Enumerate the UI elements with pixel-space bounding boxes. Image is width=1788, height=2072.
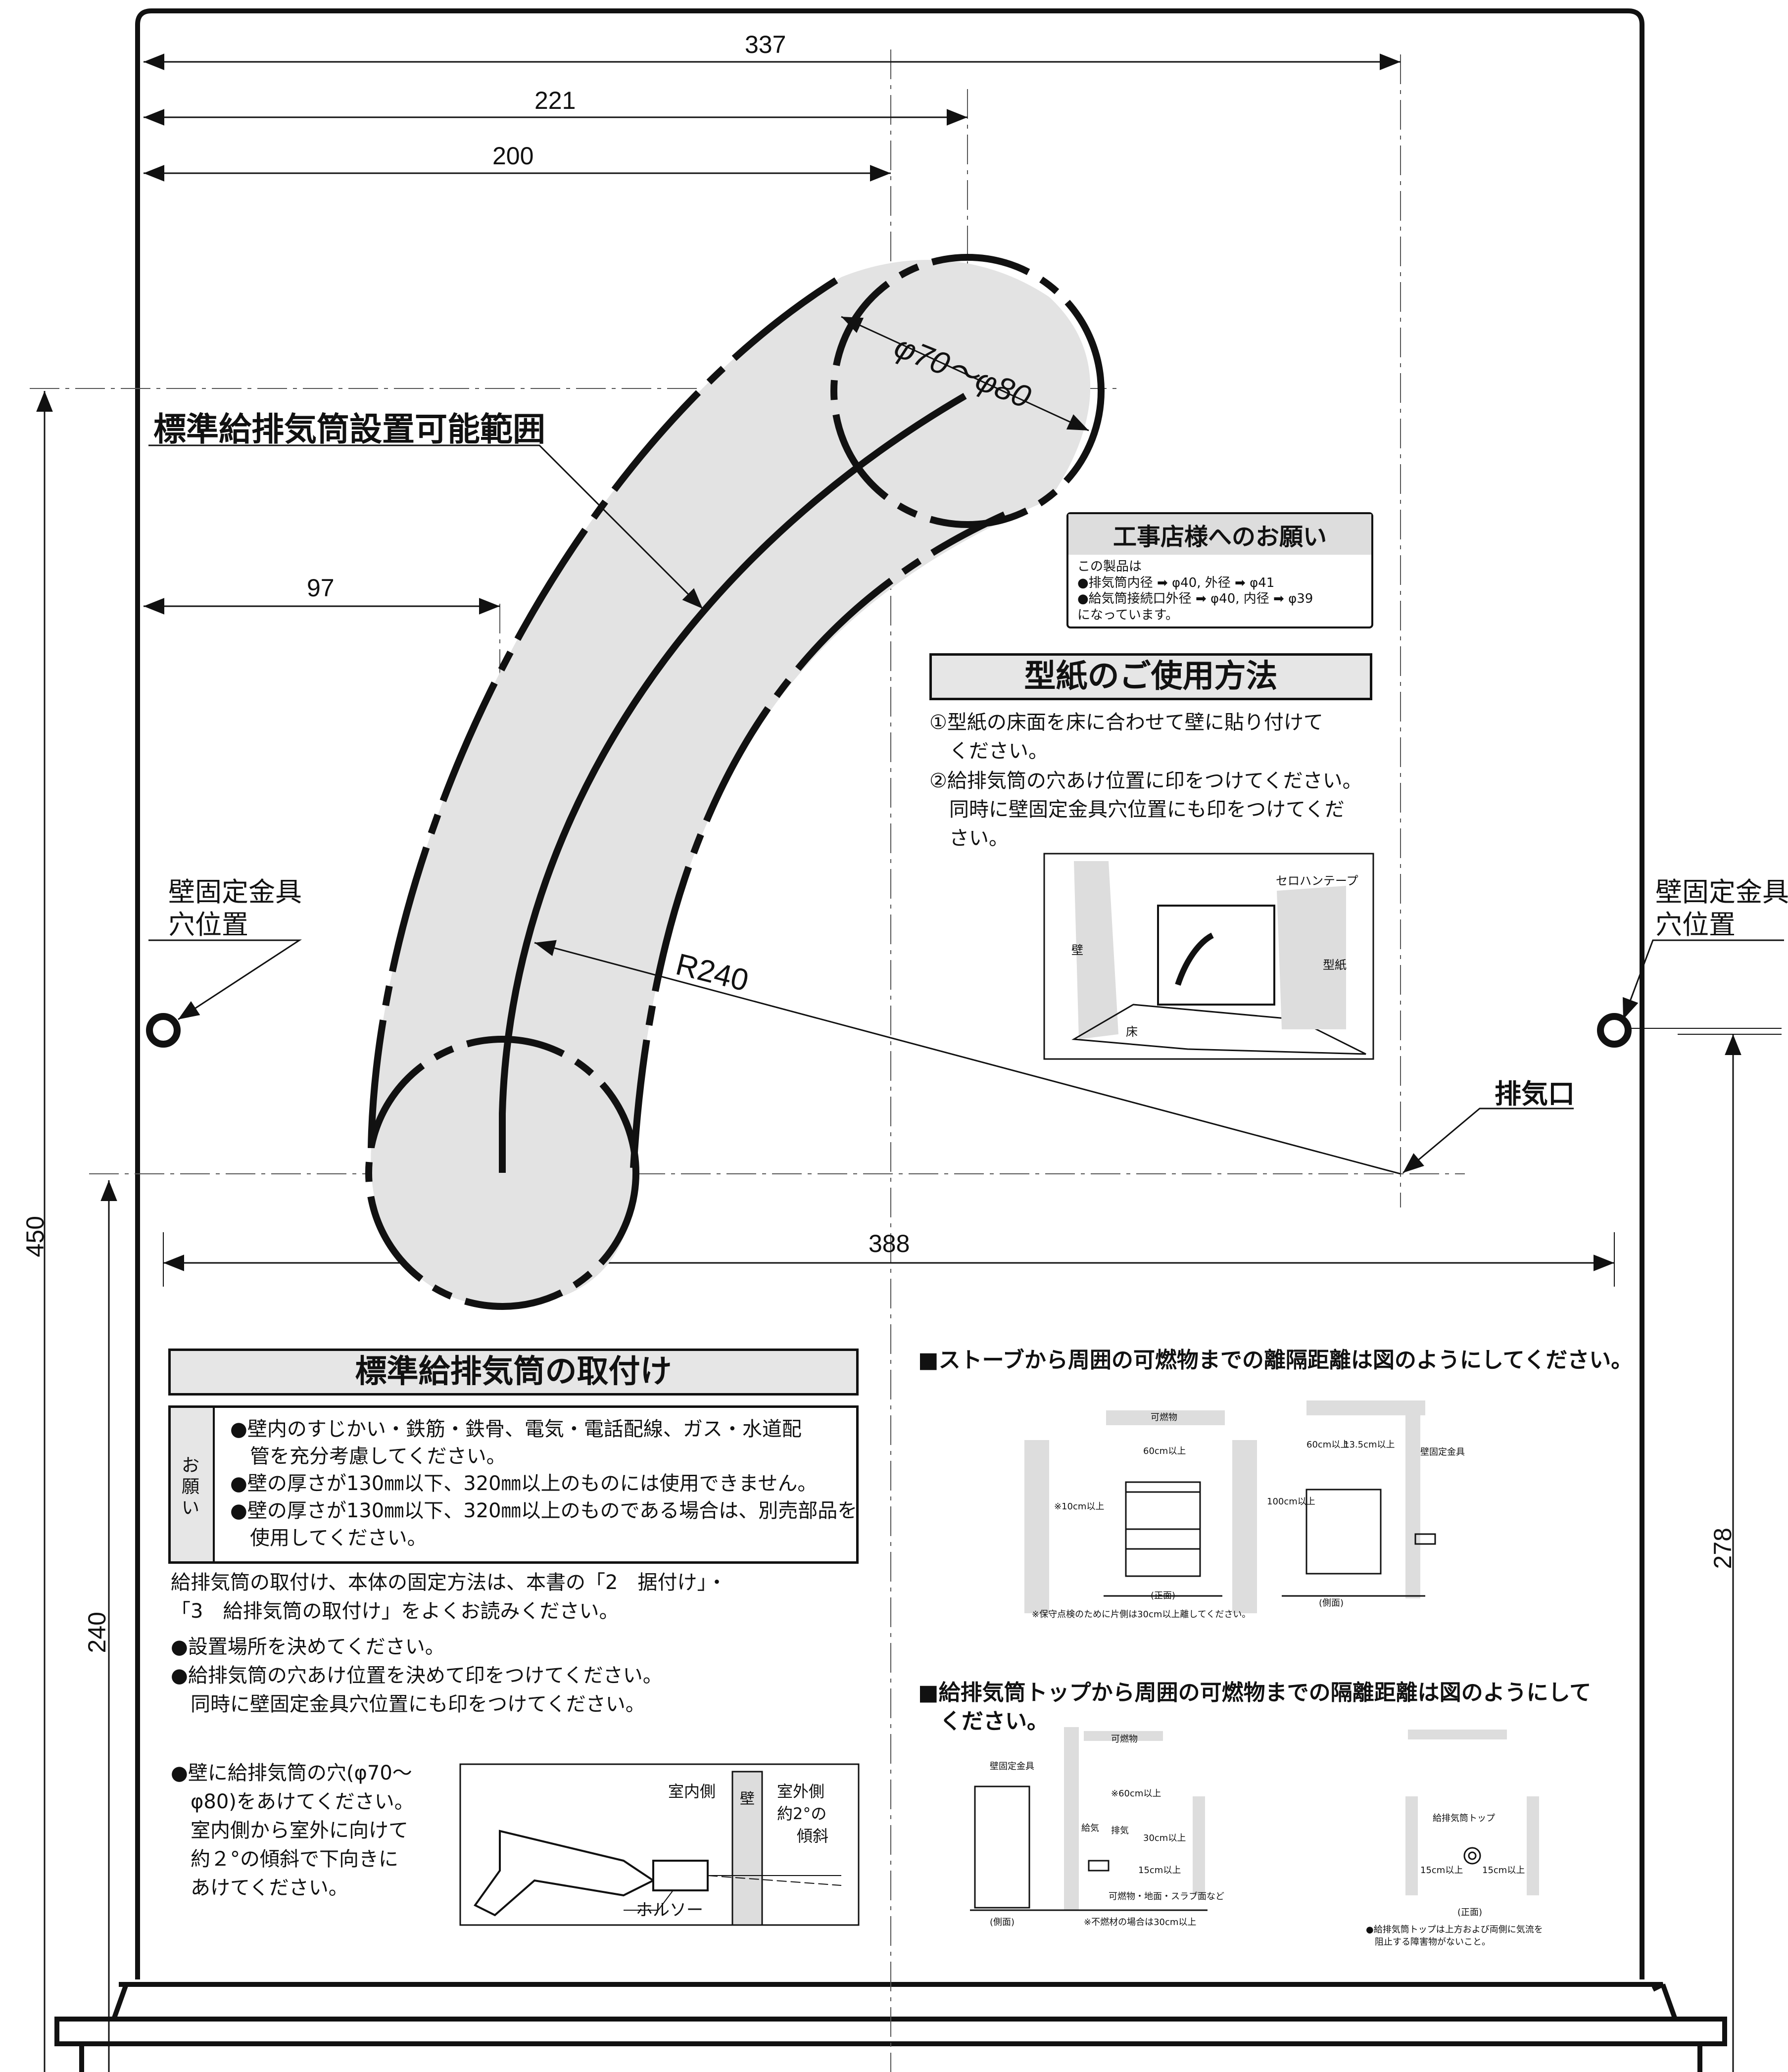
usage-line: さい。 — [929, 827, 1009, 850]
usage-line: 同時に壁固定金具穴位置にも印をつけてくだ — [929, 798, 1345, 821]
clearance-side-135: 13.5cm以上 — [1344, 1440, 1395, 1450]
drill-fig-outdoor: 室外側 — [777, 1782, 825, 1801]
top-supply: 給気 — [1081, 1823, 1099, 1833]
top-left15: 15cm以上 — [1420, 1865, 1463, 1876]
fig-wall-label: 壁 — [1071, 943, 1083, 957]
top-note1: ※不燃材の場合は30cm以上 — [1084, 1917, 1197, 1927]
dimension-388: 388 — [869, 1230, 910, 1257]
clearance-side-view: (側面) — [1319, 1598, 1344, 1608]
top-clearance-title-1: ■給排気筒トップから周囲の可燃物までの隔離距離は図のようにして — [918, 1680, 1592, 1705]
install-bullet: ●壁内のすじかい・鉄筋・鉄骨、電気・電話配線、ガス・水道配 — [230, 1418, 802, 1441]
template-frame — [135, 8, 1644, 1979]
drill-fig-indoor: 室内側 — [668, 1782, 716, 1801]
install-range-label: 標準給排気筒設置可能範囲 — [153, 410, 545, 448]
install-title: 標準給排気筒の取付け — [168, 1349, 859, 1396]
install-bullet: 使用してください。 — [230, 1527, 427, 1549]
usage-line: ください。 — [929, 740, 1048, 763]
install-body: 給排気筒の取付け、本体の固定方法は、本書の「2 据付け」・ — [171, 1571, 727, 1594]
drill-text: ●壁に給排気筒の穴(φ70〜 — [171, 1762, 412, 1784]
top-hole-circle — [830, 254, 1105, 528]
install-bullet: 管を充分考慮してください。 — [230, 1445, 506, 1468]
drill-fig-angle: 約2°の — [777, 1804, 827, 1823]
clearance-side: ※10cm以上 — [1054, 1501, 1105, 1512]
top-front: (正面) — [1457, 1907, 1483, 1918]
drill-fig-wall: 壁 — [740, 1790, 755, 1808]
request-line: ●給気筒接続口外径 ➡ φ40, 内径 ➡ φ39 — [1077, 591, 1313, 606]
drill-text: 室内側から室外に向けて — [171, 1819, 408, 1842]
request-line: になっています。 — [1077, 607, 1179, 623]
bracket-label-left-2: 穴位置 — [168, 909, 248, 940]
usage-title: 型紙のご使用方法 — [929, 653, 1372, 700]
dimension-337: 337 — [745, 31, 786, 58]
clearance-note: ※保守点検のために片側は30cm以上離してください。 — [1032, 1609, 1251, 1620]
stove-clearance-figure — [1024, 1400, 1436, 1613]
top-above: ※60cm以上 — [1111, 1788, 1161, 1799]
install-body: ●給排気筒の穴あけ位置を決めて印をつけてください。 — [171, 1664, 663, 1687]
top-side-view: (側面) — [990, 1917, 1015, 1927]
fig-floor-label: 床 — [1126, 1025, 1138, 1039]
install-bullet: ●壁の厚さが130㎜以下、320㎜以上のものには使用できません。 — [230, 1472, 818, 1495]
fig-tape-label: セロハンテープ — [1276, 874, 1358, 888]
install-body: 同時に壁固定金具穴位置にも印をつけてください。 — [171, 1693, 645, 1716]
usage-line: ②給排気筒の穴あけ位置に印をつけてください。 — [929, 770, 1362, 792]
clearance-combustible: 可燃物 — [1151, 1412, 1177, 1423]
clearance-bracket: 壁固定金具 — [1420, 1447, 1465, 1457]
bracket-label-right-2: 穴位置 — [1655, 909, 1736, 940]
dimension-240: 240 — [83, 1612, 111, 1653]
drill-text: 約２°の傾斜で下向きに — [171, 1848, 398, 1871]
install-body: ●設置場所を決めてください。 — [171, 1636, 445, 1658]
bracket-hole-left — [146, 1013, 181, 1048]
bracket-label-right-1: 壁固定金具 — [1655, 876, 1788, 908]
fig-pattern-label: 型紙 — [1323, 958, 1347, 972]
install-side-label: お願い — [182, 1455, 200, 1519]
dimension-450: 450 — [21, 1216, 49, 1257]
request-line: ●排気筒内径 ➡ φ40, 外径 ➡ φ41 — [1077, 575, 1275, 590]
request-box: 工事店様へのお願い この製品は ●排気筒内径 ➡ φ40, 外径 ➡ φ41 ●… — [1066, 512, 1373, 628]
install-bullet: ●壁の厚さが130㎜以下、320㎜以上のものである場合は、別売部品を — [230, 1499, 858, 1522]
request-line: この製品は — [1077, 559, 1142, 574]
clearance-front: (正面) — [1151, 1590, 1176, 1601]
bottom-hole-circle — [365, 1036, 639, 1310]
dimension-278: 278 — [1708, 1528, 1737, 1569]
top-d15: 15cm以上 — [1138, 1865, 1181, 1876]
clearance-back: 100cm以上 — [1267, 1496, 1315, 1507]
dimension-97: 97 — [307, 574, 335, 602]
drill-fig-slope: 傾斜 — [797, 1827, 829, 1845]
bracket-hole-right — [1597, 1013, 1632, 1048]
drill-fig-holesaw: ホルソー — [636, 1900, 703, 1920]
clearance-side-60: 60cm以上 — [1306, 1440, 1350, 1450]
top-combustible: 可燃物 — [1111, 1734, 1138, 1744]
top-bracket-label: 壁固定金具 — [990, 1761, 1034, 1772]
base-plinth — [110, 1982, 1679, 2022]
request-box-title: 工事店様へのお願い — [1068, 514, 1371, 555]
clearance-above: 60cm以上 — [1143, 1446, 1186, 1456]
top-clearance-figure — [970, 1727, 1539, 1911]
bracket-label-left-1: 壁固定金具 — [168, 876, 302, 908]
top-name: 給排気筒トップ — [1433, 1813, 1495, 1824]
top-exhaust: 排気 — [1111, 1826, 1129, 1836]
install-body: 「3 給排気筒の取付け」をよくお読みください。 — [171, 1600, 619, 1623]
clearance-title: ■ストーブから周囲の可燃物までの離隔距離は図のようにしてください。 — [918, 1348, 1633, 1373]
top-d30: 30cm以上 — [1143, 1833, 1186, 1843]
dimension-221: 221 — [534, 87, 576, 114]
dimension-200: 200 — [492, 142, 534, 170]
install-notice-box: お願い — [168, 1405, 859, 1564]
exhaust-label: 排気口 — [1495, 1078, 1575, 1109]
drill-text: あけてください。 — [171, 1877, 348, 1899]
drill-text: φ80)をあけてください。 — [171, 1790, 414, 1813]
top-floor: 可燃物・地面・スラブ面など — [1109, 1891, 1224, 1902]
top-note2a: ●給排気筒トップは上方および両側に気流を — [1366, 1925, 1543, 1935]
top-right15: 15cm以上 — [1482, 1865, 1525, 1876]
top-clearance-title-2: ください。 — [918, 1709, 1049, 1734]
top-note2b: 阻止する障害物がないこと。 — [1366, 1937, 1491, 1947]
usage-line: ①型紙の床面を床に合わせて壁に貼り付けて — [929, 711, 1323, 734]
